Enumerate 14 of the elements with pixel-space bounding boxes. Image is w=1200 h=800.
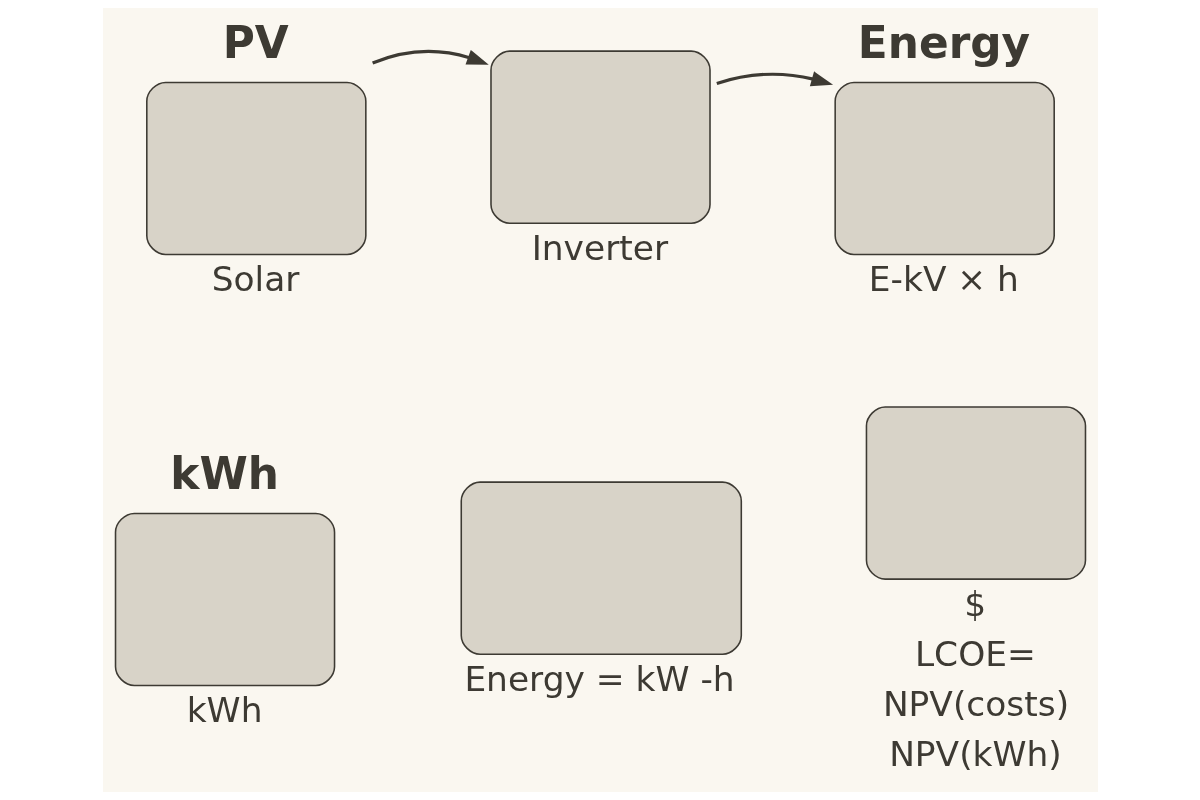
- node-label: NPV(kWh): [888, 734, 1062, 775]
- node-label: kWh: [169, 448, 279, 500]
- node-label: kWh: [186, 690, 262, 731]
- node-label: LCOE=: [914, 634, 1036, 675]
- node-label: PV: [222, 17, 289, 69]
- node-label: Inverter: [531, 228, 668, 269]
- arrow: [371, 49, 489, 65]
- node-label: Solar: [211, 259, 299, 300]
- node-label: Energy: [857, 17, 1030, 69]
- node-label: Energy = kW -h: [463, 659, 735, 700]
- node-label: NPV(costs): [882, 684, 1069, 725]
- node-label: $: [963, 584, 986, 625]
- node-label: E-kV × h: [868, 259, 1019, 300]
- arrow: [715, 71, 833, 87]
